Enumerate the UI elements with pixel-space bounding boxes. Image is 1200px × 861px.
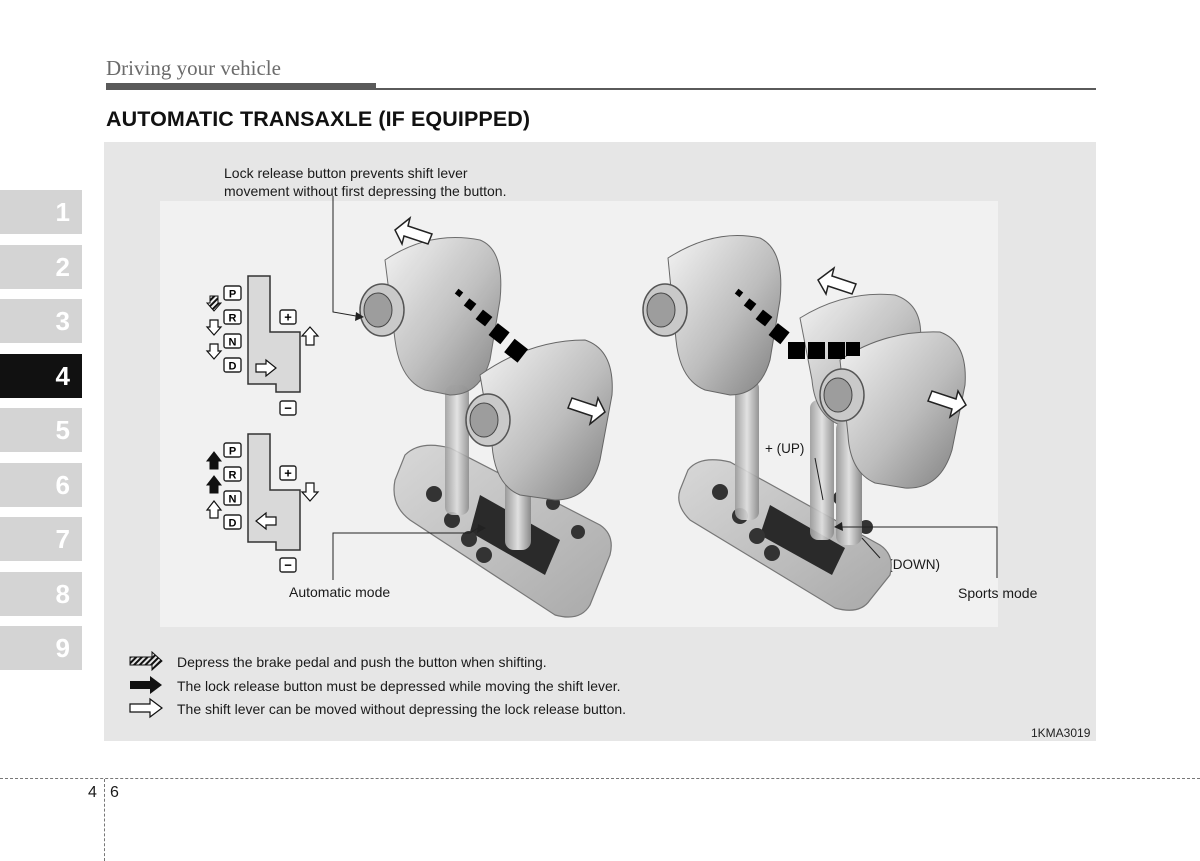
outline-arrow-icon bbox=[255, 511, 277, 531]
solid-arrow-icon bbox=[130, 676, 162, 694]
sports-shifter bbox=[642, 235, 967, 611]
chapter-tab-4[interactable]: 4 bbox=[0, 354, 82, 398]
leader-lines bbox=[332, 196, 998, 580]
chapter-tab-5[interactable]: 5 bbox=[0, 408, 82, 452]
chapter-tab-2[interactable]: 2 bbox=[0, 245, 82, 289]
chapter-tab-6[interactable]: 6 bbox=[0, 463, 82, 507]
label-automatic-mode: Automatic mode bbox=[289, 584, 391, 600]
header-rule-thick bbox=[106, 83, 376, 90]
footer-rule bbox=[0, 778, 1200, 779]
gate-letter-boxes bbox=[223, 285, 242, 373]
chapter-number: 4 bbox=[88, 784, 97, 801]
gate-letter: P bbox=[229, 289, 236, 301]
minus-sign: − bbox=[284, 558, 292, 573]
page-number: 6 bbox=[110, 784, 119, 801]
outline-arrow-icon bbox=[205, 500, 223, 519]
plus-sign: + bbox=[284, 310, 292, 325]
footer-divider bbox=[104, 779, 105, 861]
legend-text-outline: The shift lever can be moved without dep… bbox=[177, 701, 627, 717]
hatched-arrow-icon bbox=[129, 650, 163, 672]
solid-arrow-icon bbox=[205, 475, 223, 494]
chapter-tab-9[interactable]: 9 bbox=[0, 626, 82, 670]
outline-arrow-icon bbox=[205, 343, 223, 360]
page-heading: AUTOMATIC TRANSAXLE (IF EQUIPPED) bbox=[106, 107, 531, 131]
chapter-tab-3[interactable]: 3 bbox=[0, 299, 82, 343]
header-rule-thin bbox=[376, 88, 1096, 90]
gate-letter: N bbox=[229, 494, 237, 506]
gate-diagram-bottom: P R N D + − bbox=[205, 433, 320, 573]
solid-arrow-icon bbox=[205, 451, 223, 470]
plus-box bbox=[279, 309, 297, 325]
gate-letter: P bbox=[229, 446, 236, 458]
legend-icons bbox=[129, 650, 163, 719]
gate-letter: R bbox=[229, 313, 237, 325]
minus-box bbox=[279, 400, 297, 416]
chapter-tab-7[interactable]: 7 bbox=[0, 517, 82, 561]
automatic-shifter bbox=[359, 216, 613, 618]
legend-text-solid: The lock release button must be depresse… bbox=[177, 678, 621, 694]
gate-diagram-top: P R N D + − bbox=[205, 275, 320, 416]
outline-arrow-icon bbox=[300, 326, 320, 346]
minus-sign: − bbox=[284, 401, 292, 416]
outline-arrow-icon bbox=[205, 319, 223, 336]
label-up: + (UP) bbox=[765, 441, 805, 456]
gate-letter: D bbox=[229, 361, 237, 373]
gate-letter: N bbox=[229, 337, 237, 349]
outline-arrow-icon bbox=[129, 697, 163, 719]
gate-letter: D bbox=[229, 518, 237, 530]
label-sports-mode: Sports mode bbox=[958, 585, 1038, 601]
hatched-arrow-icon bbox=[205, 295, 223, 312]
callout-lock-line1: Lock release button prevents shift lever bbox=[224, 165, 468, 181]
figure-code: 1KMA3019 bbox=[1031, 726, 1091, 740]
gate-letter: R bbox=[229, 470, 237, 482]
outline-arrow-icon bbox=[300, 482, 320, 502]
legend-text-hatched: Depress the brake pedal and push the but… bbox=[177, 654, 547, 670]
chapter-tab-8[interactable]: 8 bbox=[0, 572, 82, 616]
label-down: - (DOWN) bbox=[880, 557, 940, 572]
callout-lock-line2: movement without first depressing the bu… bbox=[224, 183, 507, 199]
section-title: Driving your vehicle bbox=[106, 56, 281, 80]
plus-sign: + bbox=[284, 466, 292, 481]
chapter-tab-1[interactable]: 1 bbox=[0, 190, 82, 234]
outline-arrow-icon bbox=[255, 358, 277, 378]
